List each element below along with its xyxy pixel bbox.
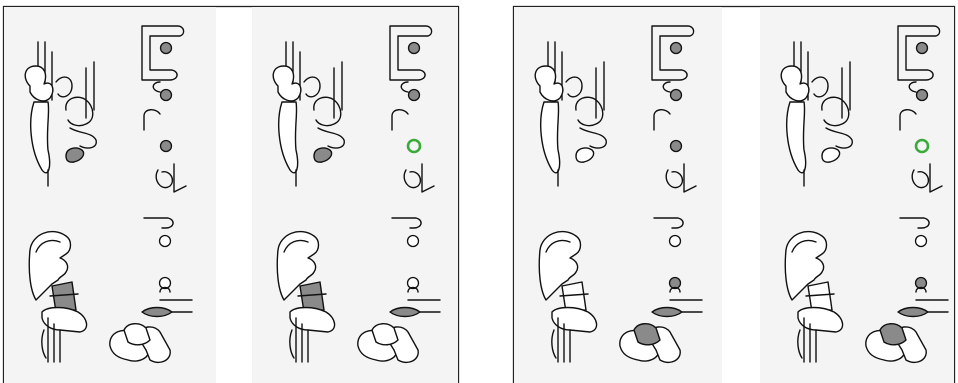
panel-1-bg [4,7,216,383]
leaf-shape [898,308,928,317]
lower-circle-marker [160,236,171,247]
leaf-shape [390,308,420,317]
leaf-shape [142,308,172,317]
panel-2-bg [252,7,458,383]
panel-3-bg [514,7,722,383]
lower-circle-marker [408,236,419,247]
upper-circle-marker [917,90,928,101]
upper-circle-marker [671,43,682,54]
upper-circle-marker [671,90,682,101]
upper-circle-marker [409,43,420,54]
upper-circle-marker [917,43,928,54]
leaf-shape [652,308,682,317]
panel-4-bg [760,7,954,383]
upper-circle-marker [161,90,172,101]
upper-circle-marker [671,141,682,152]
upper-circle-marker [409,90,420,101]
upper-circle-marker [161,43,172,54]
lower-circle-marker [916,236,927,247]
lower-circle-marker [670,236,681,247]
upper-circle-marker [161,141,172,152]
